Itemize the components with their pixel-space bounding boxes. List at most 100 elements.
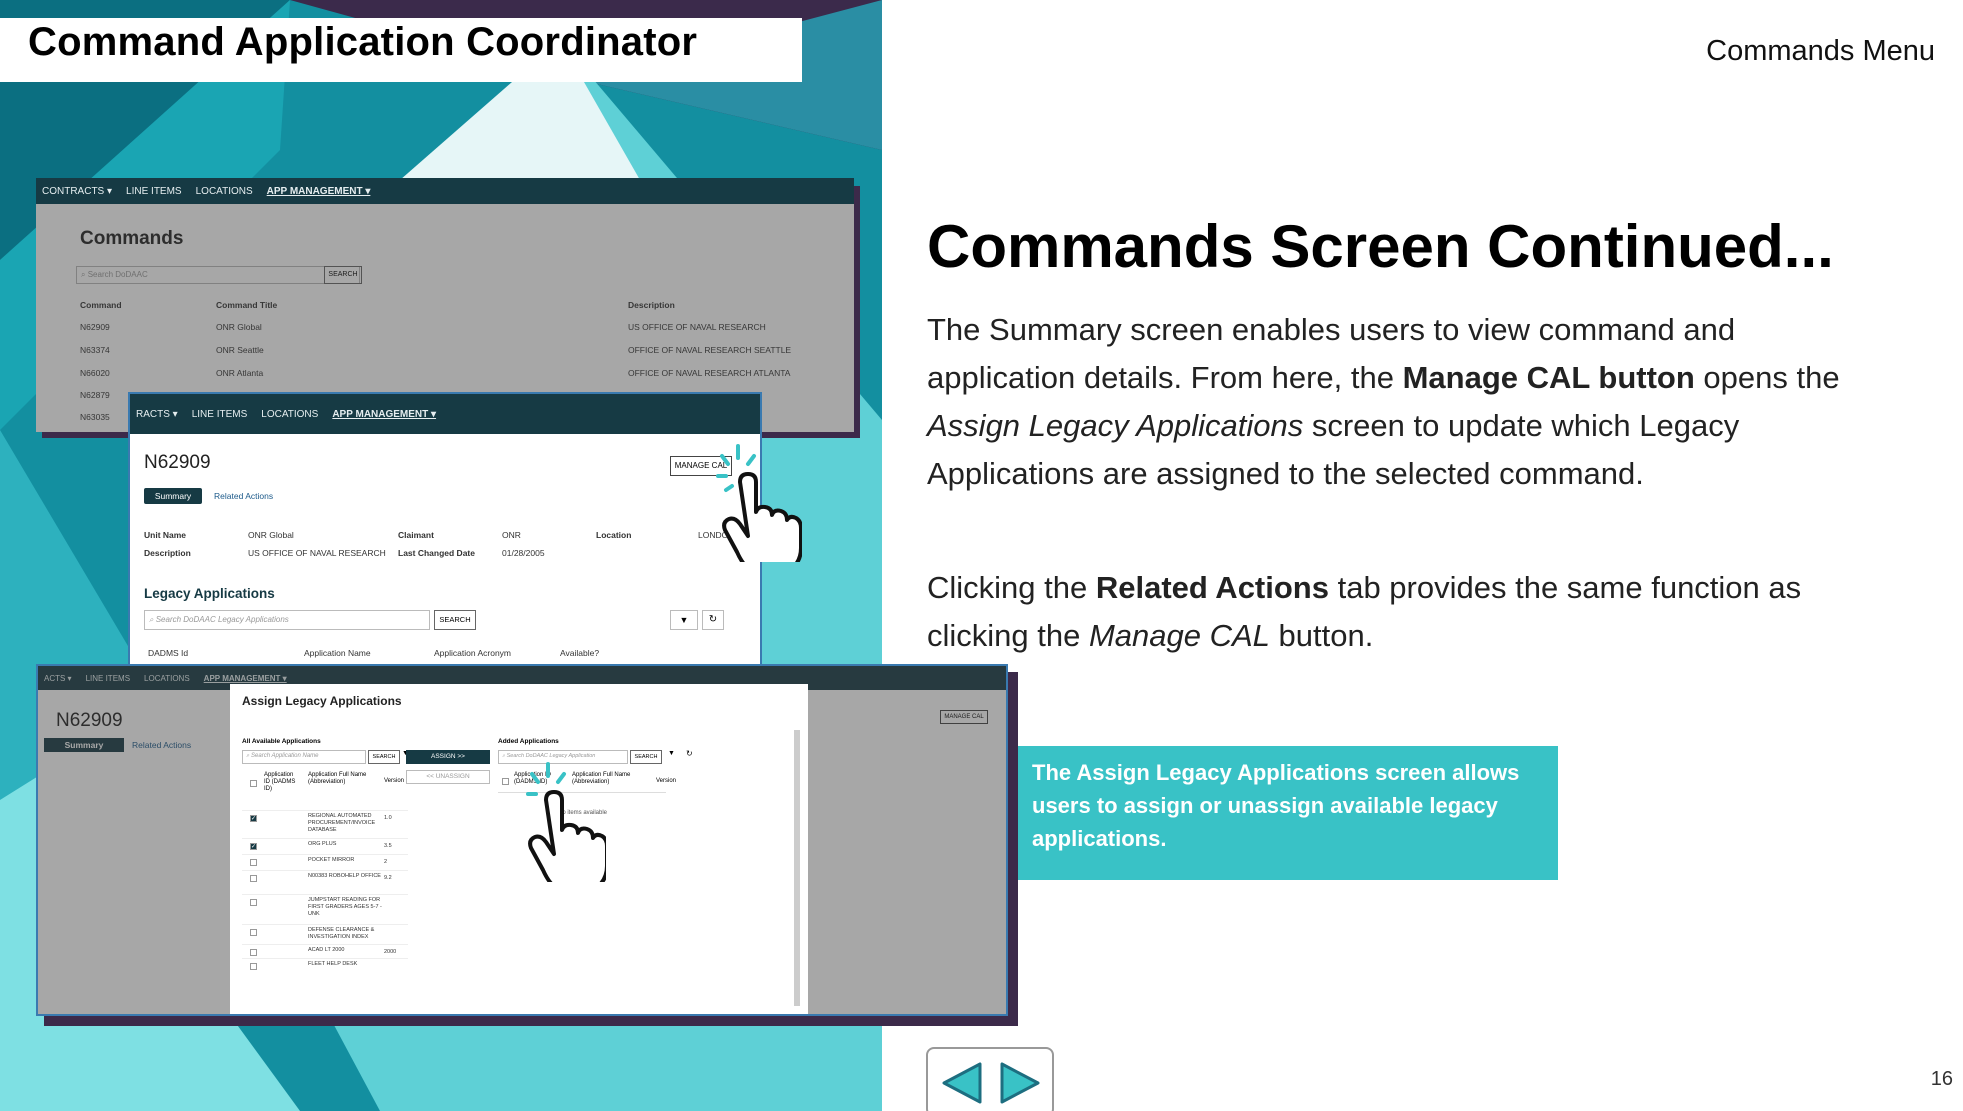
nav-app-management[interactable]: APP MANAGEMENT ▾ — [203, 673, 287, 683]
legacy-search-placeholder: Search DoDAAC Legacy Applications — [155, 615, 289, 624]
table-row-1-title: ONR Global — [216, 322, 262, 332]
legacy-search-button[interactable]: SEARCH — [434, 610, 476, 630]
commands-search-input[interactable]: ⌕ Search DoDAAC — [76, 266, 360, 284]
checkbox[interactable] — [250, 899, 257, 906]
checkbox[interactable] — [250, 963, 257, 970]
checkbox[interactable] — [250, 949, 257, 956]
application-version: 1.0 — [384, 815, 392, 821]
nav-locations[interactable]: LOCATIONS — [144, 673, 190, 683]
table-row-5-id[interactable]: N63035 — [80, 412, 110, 422]
unassign-button[interactable]: << UNASSIGN — [406, 770, 490, 784]
commands-search-button[interactable]: SEARCH — [324, 266, 362, 284]
tab-summary[interactable]: Summary — [144, 488, 202, 504]
filter-icon[interactable]: ▼ — [402, 750, 409, 757]
application-name: N00383 ROBOHELP OFFICE — [308, 873, 381, 879]
table-row[interactable]: FLEET HELP DESK — [242, 958, 408, 970]
table-row[interactable]: JUMPSTART READING FOR FIRST GRADERS AGES… — [242, 894, 408, 917]
left-search-button[interactable]: SEARCH — [368, 750, 400, 764]
checkbox[interactable] — [250, 875, 257, 882]
col-application-id: Application ID (DADMS ID) — [264, 772, 296, 792]
nav-locations[interactable]: LOCATIONS — [195, 185, 253, 197]
nav-contracts[interactable]: ACTS ▾ — [44, 673, 72, 683]
checkbox-checked[interactable]: ✓ — [250, 815, 257, 822]
location-value: LONDON — [698, 530, 735, 540]
summary-paragraph: The Summary screen enables users to view… — [927, 306, 1887, 498]
left-search-input[interactable]: ⌕ Search Application Name — [242, 750, 366, 764]
claimant-value: ONR — [502, 530, 521, 540]
filter-icon[interactable]: ▼ — [670, 610, 698, 630]
tab-related-actions[interactable]: Related Actions — [214, 491, 274, 501]
modal-scrollbar[interactable] — [794, 730, 800, 1006]
col-dadms-id: DADMS Id — [148, 648, 189, 658]
application-name: REGIONAL AUTOMATED PROCUREMENT/INVOICE D… — [308, 813, 376, 833]
nav-app-management[interactable]: APP MANAGEMENT ▾ — [332, 408, 437, 420]
select-all-checkbox[interactable] — [250, 780, 257, 787]
col-application-full-name: Application Full Name (Abbreviation) — [308, 772, 367, 785]
available-applications-table: Application ID (DADMS ID) Application Fu… — [242, 772, 408, 1014]
table-row-2-id[interactable]: N63374 — [80, 345, 110, 355]
legacy-search-input[interactable]: ⌕ Search DoDAAC Legacy Applications — [144, 610, 430, 630]
para1-italic: Assign Legacy Applications — [927, 408, 1304, 443]
tab-summary[interactable]: Summary — [44, 738, 124, 752]
filter-icon[interactable]: ▼ — [668, 750, 675, 757]
application-name: ORG PLUS — [308, 841, 337, 847]
nav-line-items[interactable]: LINE ITEMS — [191, 408, 248, 420]
para1-text-3: screen to update which Legacy Applicatio… — [927, 408, 1740, 491]
table-row-1-id[interactable]: N62909 — [80, 322, 110, 332]
right-search-button[interactable]: SEARCH — [630, 750, 662, 764]
empty-state-text: No items available — [558, 810, 608, 816]
page-number: 16 — [1930, 1068, 1953, 1090]
application-version: 9.2 — [384, 875, 392, 881]
nav-app-management[interactable]: APP MANAGEMENT ▾ — [266, 185, 371, 197]
table-row-3-id[interactable]: N66020 — [80, 368, 110, 378]
para2-text-3: button. — [1269, 618, 1374, 653]
nav-line-items[interactable]: LINE ITEMS — [126, 185, 182, 197]
manage-cal-button[interactable]: MANAGE CAL — [940, 710, 988, 724]
refresh-icon[interactable]: ↻ — [702, 610, 724, 630]
right-search-placeholder: Search DoDAAC Legacy Application — [506, 753, 596, 759]
unit-name-value: ONR Global — [248, 530, 294, 540]
checkbox[interactable] — [250, 859, 257, 866]
para2-bold: Related Actions — [1095, 570, 1329, 605]
checkbox-checked[interactable]: ✓ — [250, 843, 257, 850]
prev-arrow-icon[interactable] — [940, 1061, 984, 1105]
next-arrow-icon[interactable] — [998, 1061, 1042, 1105]
checkbox[interactable] — [250, 929, 257, 936]
application-name: FLEET HELP DESK — [308, 961, 358, 967]
table-row[interactable]: DEFENSE CLEARANCE & INVESTIGATION INDEX — [242, 924, 408, 940]
select-all-checkbox[interactable] — [502, 778, 509, 785]
refresh-icon[interactable]: ↻ — [686, 749, 693, 758]
divider — [498, 792, 666, 793]
info-callout: The Assign Legacy Applications screen al… — [1018, 746, 1558, 880]
description-value: US OFFICE OF NAVAL RESEARCH — [248, 548, 386, 558]
nav-contracts[interactable]: RACTS ▾ — [136, 408, 178, 420]
nav-contracts[interactable]: CONTRACTS ▾ — [42, 185, 113, 197]
para2-italic: Manage CAL — [1088, 618, 1270, 653]
table-row-2-title: ONR Seattle — [216, 345, 264, 355]
commands-title: Commands — [80, 228, 184, 249]
tab-related-actions[interactable]: Related Actions — [132, 740, 192, 750]
description-label: Description — [144, 548, 191, 558]
manage-cal-button[interactable]: MANAGE CAL — [670, 456, 732, 476]
right-list-title: Added Applications — [498, 738, 559, 745]
page-title: Command Application Coordinator — [28, 20, 698, 64]
nav-locations[interactable]: LOCATIONS — [261, 408, 319, 420]
commands-menu-link[interactable]: Commands Menu — [1706, 35, 1935, 67]
table-row-4-id[interactable]: N62879 — [80, 390, 110, 400]
col-command: Command — [80, 300, 122, 310]
claimant-label: Claimant — [398, 530, 434, 540]
table-row[interactable]: ✓ REGIONAL AUTOMATED PROCUREMENT/INVOICE … — [242, 810, 408, 833]
application-version: 2000 — [384, 949, 397, 955]
shot2-navbar: RACTS ▾ LINE ITEMS LOCATIONS APP MANAGEM… — [130, 394, 760, 434]
assign-button[interactable]: ASSIGN >> — [406, 750, 490, 764]
right-search-input[interactable]: ⌕ Search DoDAAC Legacy Application — [498, 750, 628, 764]
section-heading: Commands Screen Continued... — [927, 213, 1834, 280]
command-id-title: N62909 — [144, 452, 211, 473]
nav-line-items[interactable]: LINE ITEMS — [85, 673, 131, 683]
left-search-placeholder: Search Application Name — [251, 753, 319, 759]
search-placeholder: Search DoDAAC — [87, 270, 148, 279]
